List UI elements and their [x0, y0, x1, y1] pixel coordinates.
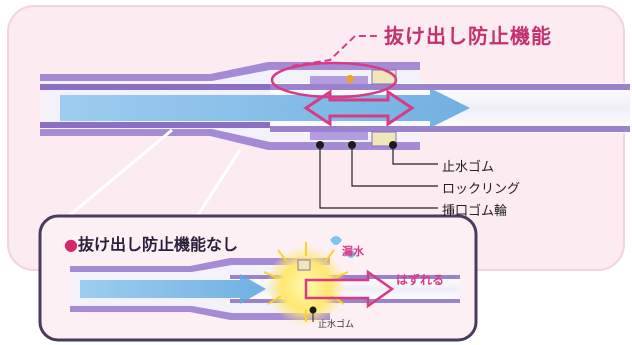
label-leak: 漏水: [342, 245, 364, 258]
flow-arrow: [60, 88, 470, 128]
leak-drop-1: [330, 236, 342, 245]
lock-ring-top: [346, 75, 354, 83]
title-pointer: [291, 35, 380, 67]
zoom-line-right: [194, 149, 242, 219]
label-lock-ring: ロックリング: [442, 182, 521, 197]
gasket-callout-line: [319, 145, 438, 209]
bullet-icon: ●: [64, 235, 78, 254]
label-disengage: はずれる: [396, 273, 445, 287]
rubber-ring-top: [310, 76, 368, 84]
highlight-ellipse: [270, 61, 398, 99]
zoom-line-left: [63, 128, 173, 222]
spigot-wall-bottom: [40, 122, 420, 128]
leak-drop-2: [346, 250, 356, 258]
inset-flow-arrow: [80, 274, 266, 304]
label-inset-seal: 止水ゴム: [318, 320, 355, 330]
rubber-ring-bottom: [310, 132, 368, 140]
main-pipe: [40, 61, 630, 150]
seal-top: [371, 69, 397, 85]
spigot-bottom-edge: [270, 126, 630, 132]
inset-title: ●抜け出し防止機能なし: [64, 231, 238, 255]
label-seal-rubber: 止水ゴム: [442, 160, 495, 175]
spigot-top-edge: [270, 84, 630, 90]
lockring-callout-line: [351, 145, 438, 187]
spigot-wall-top: [40, 84, 420, 90]
inset-title-text: 抜け出し防止機能なし: [77, 235, 238, 254]
inset-panel: [38, 214, 478, 342]
disengage-arrow: [304, 269, 395, 309]
title: 抜け出し防止機能: [384, 24, 552, 48]
seal-callout-line: [392, 145, 438, 165]
leak-spikes: [263, 242, 349, 322]
label-gasket: 挿口ゴム輪: [442, 204, 508, 219]
